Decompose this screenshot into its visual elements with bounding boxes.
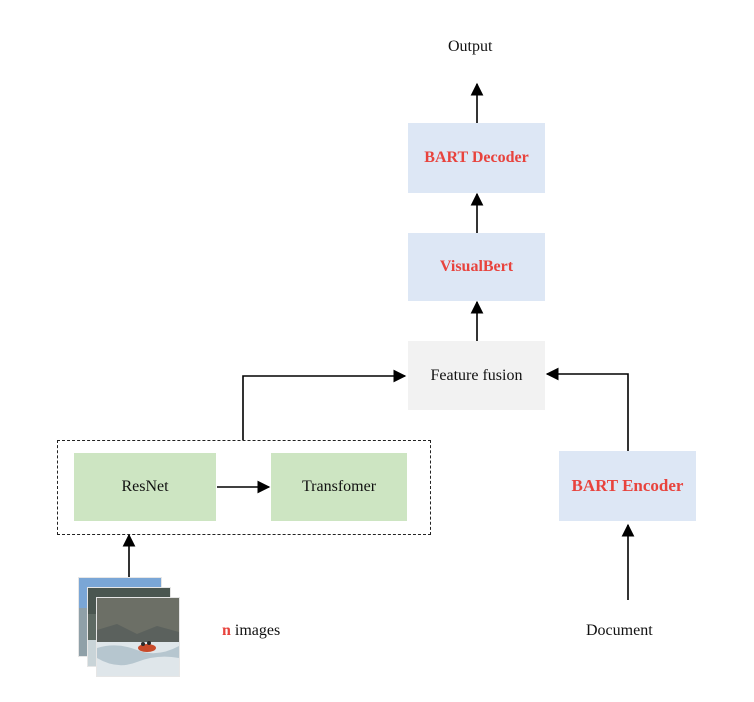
arrow-images-to-fusion [242,369,407,440]
transformer-box: Transfomer [271,453,407,521]
feature-fusion-box: Feature fusion [408,341,545,410]
images-text: images [234,622,281,639]
document-label: Document [586,622,653,639]
image-encoder-group [57,440,431,535]
visualbert-box: VisualBert [408,233,545,301]
n-images-label: n images [222,622,280,640]
resnet-box: ResNet [74,453,216,521]
n-count-label: n [222,622,231,639]
arrow-encoder-to-fusion [545,367,629,451]
bart-encoder-label: BART Encoder [571,476,684,495]
bart-encoder-box: BART Encoder [559,451,696,521]
bart-decoder-label: BART Decoder [424,149,529,166]
transformer-label: Transfomer [301,478,377,495]
feature-fusion-label: Feature fusion [430,366,523,384]
output-label: Output [448,38,493,55]
resnet-label: ResNet [121,478,169,495]
bart-decoder-box: BART Decoder [408,123,545,193]
image-thumbnail-front [96,597,180,677]
visualbert-label: VisualBert [439,258,514,275]
